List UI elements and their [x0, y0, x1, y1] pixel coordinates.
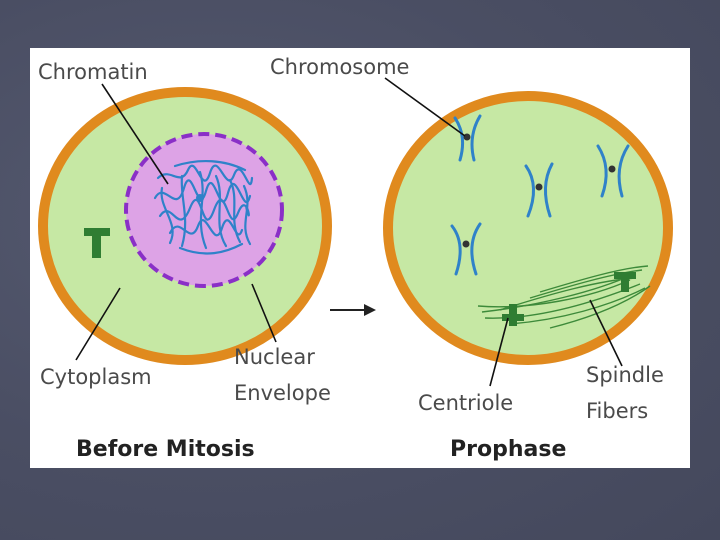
pointer-lines [75, 77, 623, 387]
chromosome-3 [596, 144, 630, 198]
chromosome-4 [450, 222, 482, 276]
centriole-bottom [502, 304, 524, 326]
cell-prophase [383, 91, 673, 365]
cell-wall-right [383, 91, 673, 365]
centriole-left [84, 228, 110, 258]
label-chromosome: Chromosome [270, 55, 409, 79]
label-centriole: Centriole [418, 391, 513, 415]
label-spindle-fibers-2: Fibers [586, 399, 648, 423]
label-chromatin: Chromatin [38, 60, 148, 84]
chromatin-mass [153, 159, 254, 255]
label-spindle-fibers-1: Spindle [586, 363, 664, 387]
cell-before-mitosis [38, 87, 332, 365]
caption-before-mitosis: Before Mitosis [76, 437, 255, 462]
arrow-right-icon [330, 304, 376, 316]
caption-prophase: Prophase [450, 437, 566, 462]
centriole-right [614, 272, 636, 292]
label-cytoplasm: Cytoplasm [40, 365, 152, 389]
nuclear-envelope [124, 132, 284, 288]
label-nuclear-envelope-1: Nuclear [234, 345, 315, 369]
label-nuclear-envelope-2: Envelope [234, 381, 331, 405]
diagram-panel: Chromatin Chromosome Cytoplasm Nuclear E… [30, 48, 690, 468]
mitosis-diagram: Chromatin Chromosome Cytoplasm Nuclear E… [38, 55, 673, 462]
chromosome-2 [524, 162, 554, 218]
